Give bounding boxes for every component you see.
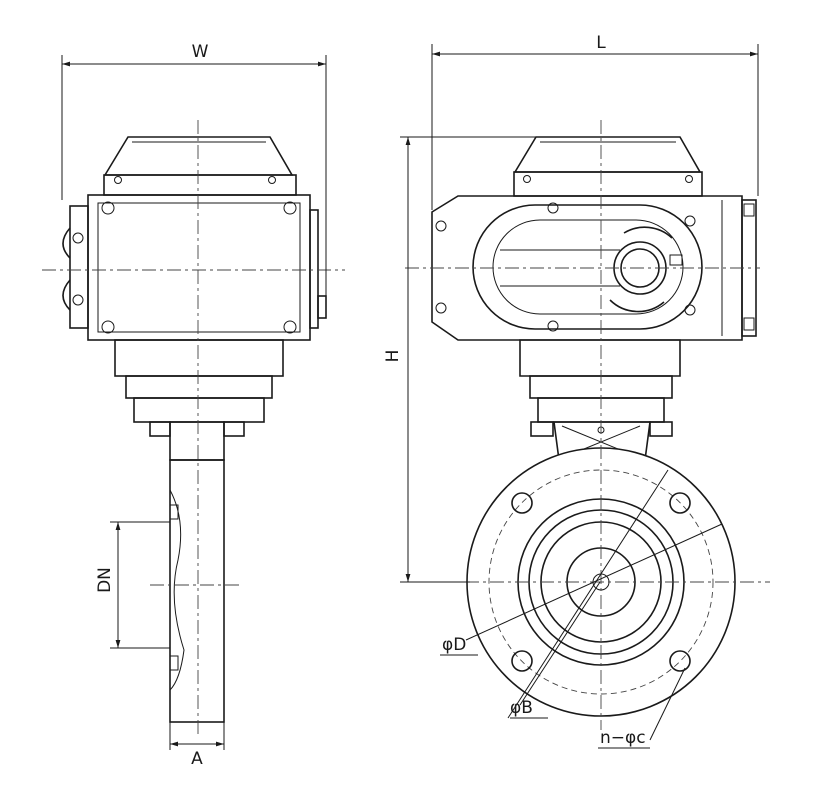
nominal-diameter-dimension	[110, 521, 170, 649]
length-dimension	[431, 44, 759, 210]
side-view	[42, 120, 345, 735]
face-width-dimension	[169, 722, 225, 750]
bolt-holes-label: n−φc	[600, 728, 646, 748]
bolt-circle-label: φB	[510, 698, 533, 718]
flange-od-label: φD	[442, 635, 466, 655]
width-dimension	[61, 55, 327, 300]
height-dimension	[400, 136, 540, 583]
front-view	[405, 120, 770, 749]
face-width-label: A	[191, 749, 203, 769]
height-label: H	[383, 350, 403, 363]
length-label: L	[596, 33, 606, 53]
nominal-diameter-label: DN	[95, 567, 115, 593]
width-label: W	[192, 42, 209, 62]
